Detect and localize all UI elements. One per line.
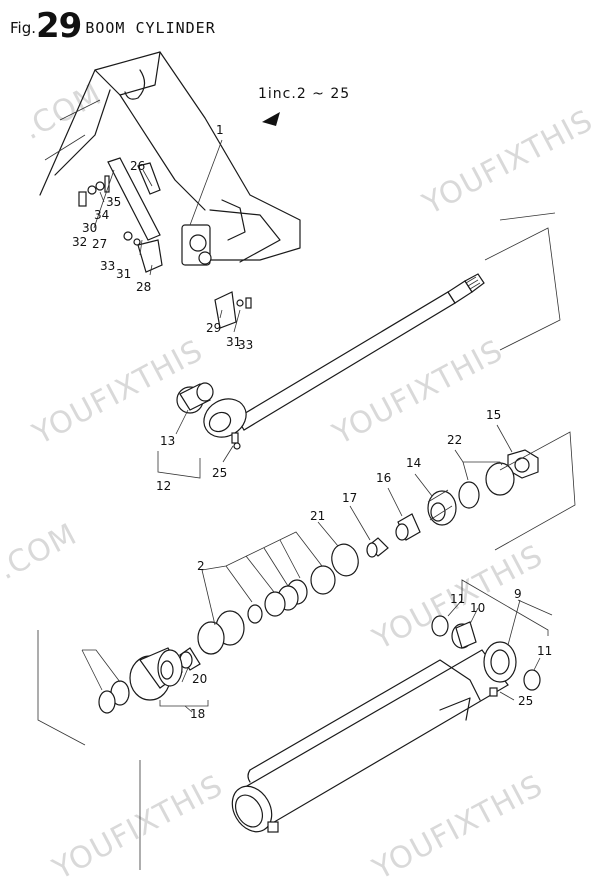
nut-15 [507, 449, 539, 479]
cushion-17 [366, 537, 389, 558]
wiper-rings [98, 680, 130, 714]
label-part: 16 [376, 471, 391, 485]
bolts [78, 175, 252, 309]
watermark-text: YOUFIXTHIS [416, 103, 599, 222]
spacer-16 [395, 513, 421, 541]
bushing-13 [176, 382, 214, 414]
cylinder-tube-9 [231, 641, 517, 833]
leader-lines [81, 139, 549, 713]
ring-11 [431, 615, 449, 637]
label-part: 25 [212, 466, 227, 480]
label-part: 1 [216, 123, 224, 137]
frame-outline [484, 227, 561, 351]
label-part: 22 [447, 433, 462, 447]
label-part: 17 [342, 491, 357, 505]
seal-group-2 [197, 565, 336, 655]
label-part: 29 [206, 321, 221, 335]
label-part: 33 [238, 338, 253, 352]
label-part: 28 [136, 280, 151, 294]
frame-outline [37, 630, 86, 746]
bushing-10 [451, 621, 477, 649]
piston-14 [427, 489, 457, 526]
label-part: 10 [470, 601, 485, 615]
label-part: 13 [160, 434, 175, 448]
ring-11 [523, 669, 541, 691]
label-part: 32 [72, 235, 87, 249]
label-part: 9 [514, 587, 522, 601]
figure-prefix: Fig. [10, 19, 36, 37]
label-part: 15 [486, 408, 501, 422]
label-part: 14 [406, 456, 421, 470]
watermark-text: .COM [0, 517, 83, 587]
label-part: 31 [226, 335, 241, 349]
label-part: 2 [197, 559, 205, 573]
label-part: 26 [130, 159, 145, 173]
clamp-29 [214, 291, 237, 329]
frame-outline [494, 431, 576, 551]
frame-outline [517, 599, 553, 616]
label-part: 21 [310, 509, 325, 523]
label-part: 34 [94, 208, 109, 222]
label-part: 25 [518, 694, 533, 708]
label-part: 12 [156, 479, 171, 493]
label-part: 33 [100, 259, 115, 273]
label-part: 11 [537, 644, 552, 658]
ring-21 [331, 543, 359, 577]
label-part: 11 [450, 592, 465, 606]
label-part: 27 [92, 237, 107, 251]
label-part: 31 [116, 267, 131, 281]
arrow-icon [262, 112, 280, 126]
figure-title: BOOM CYLINDER [85, 19, 216, 37]
seal-22 [458, 462, 515, 509]
figure-number: 29 [36, 6, 82, 46]
clamp-28 [137, 239, 163, 273]
label-part: 35 [106, 195, 121, 209]
head-18 [129, 647, 183, 701]
label-part: 20 [192, 672, 207, 686]
piston-rod [203, 273, 485, 450]
label-part: 30 [82, 221, 97, 235]
label-part: 18 [190, 707, 205, 721]
watermark-text: YOUFIXTHIS [366, 768, 549, 887]
boom-frame-assembly [39, 51, 301, 266]
watermark-text: YOUFIXTHIS [46, 768, 229, 887]
part-labels: 1 2 9 10 11 11 12 13 14 15 16 17 18 20 2… [72, 123, 552, 721]
bushing-20 [179, 647, 201, 671]
includes-note: 1inc.2 ~ 25 [258, 86, 351, 102]
